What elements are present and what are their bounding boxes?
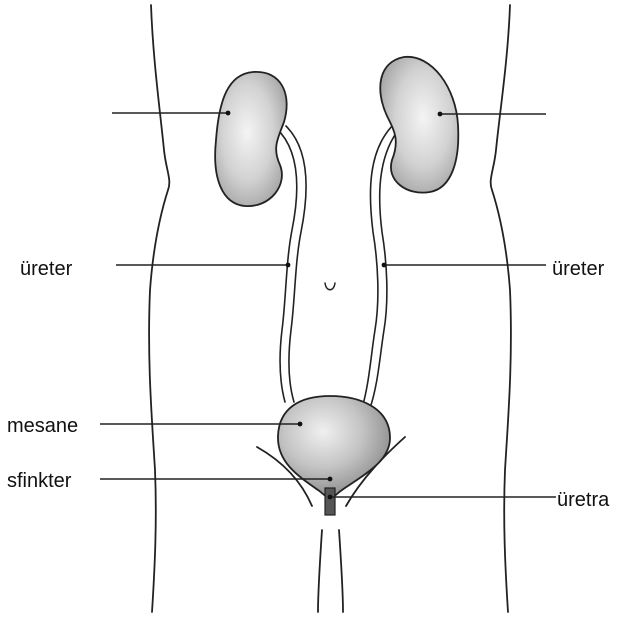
leg-inner-left	[318, 530, 322, 612]
dot-sfinkter	[328, 477, 333, 482]
ureter-right-inner	[362, 124, 394, 408]
dot-mesane	[298, 422, 303, 427]
body-outline-right	[491, 5, 511, 612]
bladder	[278, 396, 390, 498]
label-ureter-left: üreter	[20, 259, 72, 279]
label-mesane: mesane	[7, 416, 78, 436]
label-uretra: üretra	[557, 490, 609, 510]
kidney-right	[380, 57, 458, 193]
urethra-tube	[325, 488, 335, 515]
body-outline-left	[149, 5, 169, 612]
label-ureter-right: üreter	[552, 259, 604, 279]
label-sfinkter: sfinkter	[7, 471, 71, 491]
dot-kidney-left	[226, 111, 231, 116]
navel-mark	[325, 283, 335, 290]
dot-ureter-left	[286, 263, 291, 268]
dot-kidney-right	[438, 112, 443, 117]
dot-uretra	[328, 495, 333, 500]
kidney-left	[215, 72, 287, 206]
dot-ureter-right	[382, 263, 387, 268]
leg-inner-right	[339, 530, 343, 612]
